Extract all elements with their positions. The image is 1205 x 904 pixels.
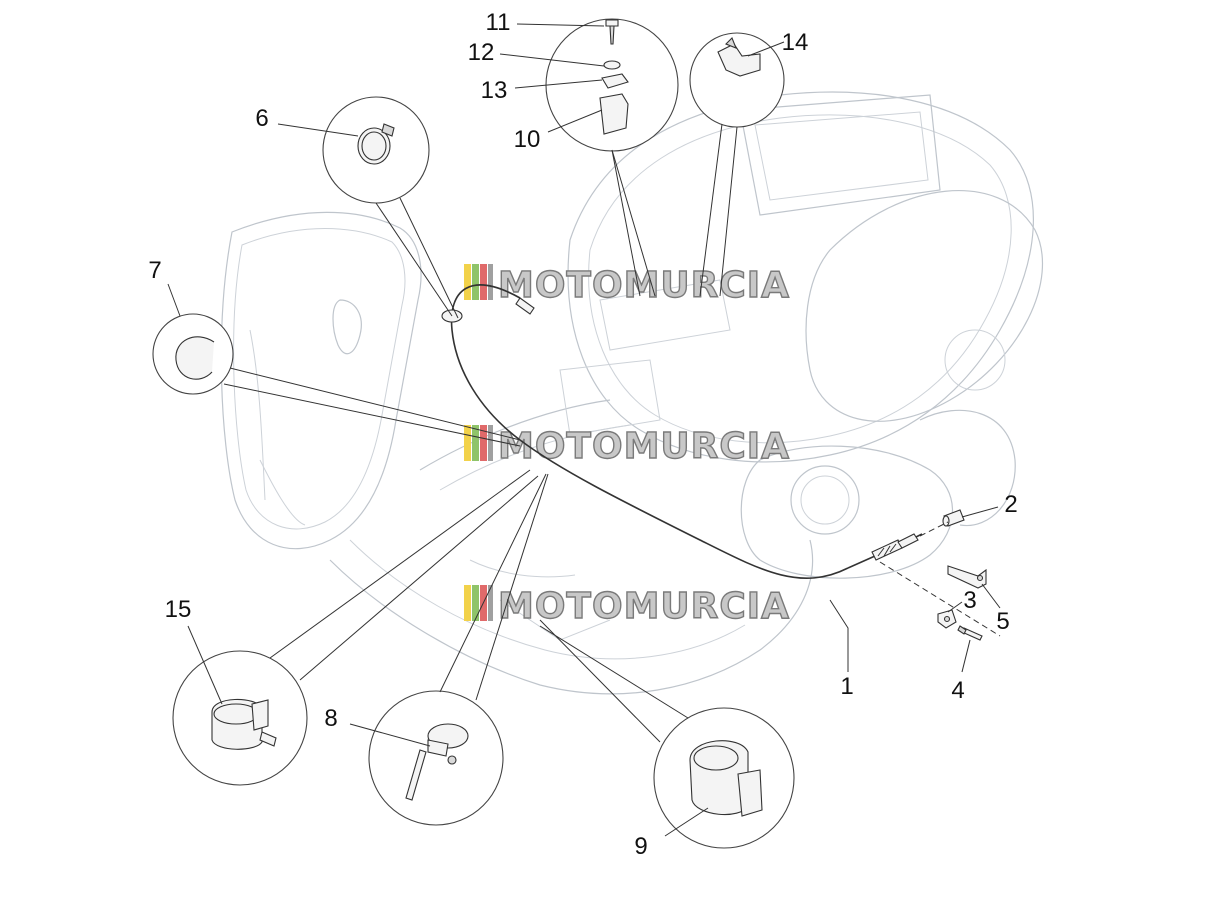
callout-10: 10 [514, 126, 541, 153]
detail-circle-14 [689, 32, 785, 297]
detail-circle-9 [539, 619, 795, 849]
detail-circle-fasteners [545, 18, 679, 297]
watermark-bottom: MOTOMURCIA [464, 585, 790, 628]
callout-13: 13 [481, 77, 508, 104]
bushing-part [942, 509, 965, 527]
watermark-middle: MOTOMURCIA [464, 425, 790, 468]
bracket-part [947, 565, 987, 589]
callout-8: 8 [324, 705, 337, 732]
callout-12: 12 [468, 39, 495, 66]
watermark-top: MOTOMURCIA [464, 264, 790, 307]
svg-text:MOTOMURCIA: MOTOMURCIA [498, 265, 790, 306]
detail-circle-15 [172, 469, 539, 786]
callout-14: 14 [782, 29, 809, 56]
detail-circle-8 [368, 473, 549, 826]
clip-part [937, 609, 957, 629]
saddle-lock-cable [441, 284, 923, 579]
detail-circle-7 [152, 313, 521, 447]
callout-1: 1 [840, 673, 853, 700]
callout-15: 15 [165, 596, 192, 623]
callout-7: 7 [148, 257, 161, 284]
svg-text:MOTOMURCIA: MOTOMURCIA [498, 586, 790, 627]
callout-5: 5 [996, 608, 1009, 635]
callout-4: 4 [951, 677, 964, 704]
callout-3: 3 [963, 587, 976, 614]
callout-labels: 1 2 3 4 5 6 7 8 9 10 11 12 13 14 15 [148, 9, 1017, 860]
svg-text:MOTOMURCIA: MOTOMURCIA [498, 426, 790, 467]
detail-circle-6 [322, 96, 459, 319]
callout-6: 6 [255, 105, 268, 132]
callout-11: 11 [486, 9, 511, 36]
callout-leaders [167, 23, 1001, 837]
callout-9: 9 [634, 833, 647, 860]
screw-part [957, 625, 983, 641]
callout-2: 2 [1004, 491, 1017, 518]
